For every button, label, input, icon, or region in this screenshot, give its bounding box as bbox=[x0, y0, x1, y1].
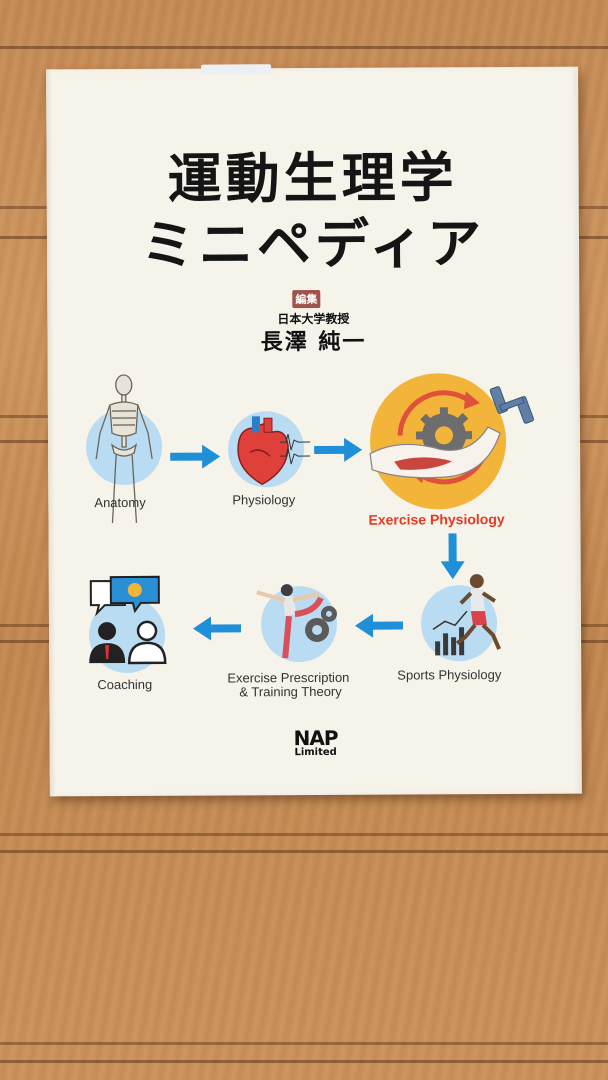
floor-seam bbox=[0, 850, 608, 853]
skeleton-icon bbox=[95, 374, 153, 524]
author-name: 長澤 純一 bbox=[260, 329, 367, 356]
editor-tag: 編集 bbox=[292, 289, 321, 309]
yoga-gears-icon bbox=[256, 584, 337, 659]
physiology-label: Physiology bbox=[232, 492, 296, 508]
book-cover: 運動生理学 ミニペディア 編集 日本大学教授 長澤 純一 Anatomy bbox=[46, 64, 582, 797]
floor-seam bbox=[0, 1060, 608, 1063]
publisher-logo: NAP Limited bbox=[293, 725, 338, 759]
anatomy-label: Anatomy bbox=[94, 494, 146, 511]
price-sticker bbox=[201, 64, 272, 75]
runner-chart-icon bbox=[432, 574, 501, 656]
coaching-people-icon bbox=[89, 575, 167, 665]
flow-arrow-left bbox=[355, 613, 404, 638]
heart-icon bbox=[237, 416, 311, 486]
flow-arrow-right bbox=[314, 437, 363, 462]
publisher-name: NAP bbox=[293, 725, 338, 751]
sports-physiology-label: Sports Physiology bbox=[397, 667, 502, 683]
flow-arrow-down bbox=[440, 533, 465, 580]
coaching-label: Coaching bbox=[97, 676, 153, 693]
floor-seam bbox=[0, 46, 608, 49]
exercise-physiology-label: Exercise Physiology bbox=[368, 511, 505, 528]
flow-arrow-right bbox=[170, 444, 221, 469]
exercise-prescription-label-line2: & Training Theory bbox=[239, 683, 342, 700]
publisher-suffix: Limited bbox=[294, 746, 337, 759]
flow-arrow-left bbox=[193, 616, 242, 641]
book-title-line2: ミニペディア bbox=[140, 212, 486, 277]
gear-arm-dumbbell-icon bbox=[369, 386, 535, 485]
